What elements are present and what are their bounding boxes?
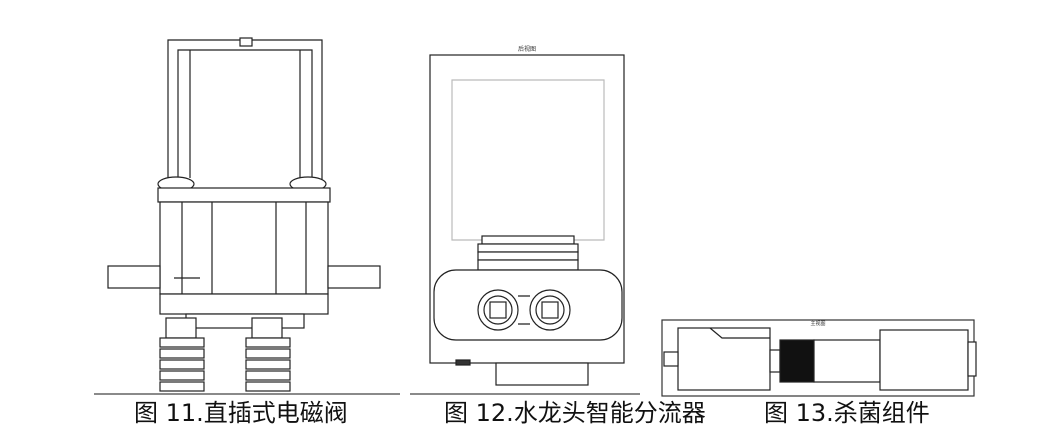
caption-fig-12: 图 12.水龙头智能分流器: [444, 399, 706, 427]
caption-fig-11: 图 11.直插式电磁阀: [134, 399, 348, 427]
caption-fig-13: 图 13.杀菌组件: [764, 399, 930, 427]
diverter-drawing: [410, 54, 640, 395]
solenoid-valve-drawing: [94, 37, 400, 395]
rear-view-label: 后视图: [518, 45, 536, 53]
front-view-label: 主视图: [810, 320, 825, 327]
sterilizer-drawing: [661, 319, 977, 397]
